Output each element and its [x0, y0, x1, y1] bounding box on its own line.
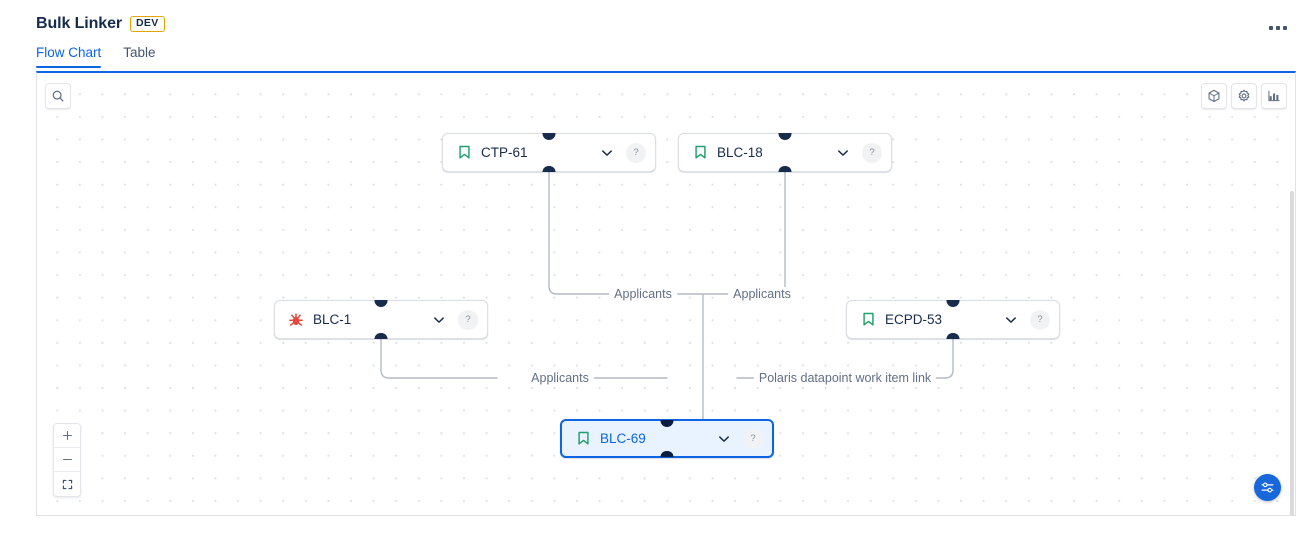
node-handle-bottom[interactable] [660, 450, 674, 457]
zoom-out-icon [62, 458, 72, 461]
node-handle-top[interactable] [778, 133, 792, 140]
more-actions-button[interactable] [1263, 14, 1293, 42]
node-help-badge[interactable]: ? [1030, 309, 1050, 330]
fit-to-screen-button[interactable] [54, 472, 80, 496]
package-icon [1208, 89, 1220, 103]
page-header: Bulk Linker DEV Flow Chart Table [0, 0, 1311, 72]
zoom-out-button[interactable] [54, 448, 80, 472]
settings-gear-button[interactable] [1231, 83, 1257, 109]
canvas-scrollbar[interactable] [1290, 191, 1294, 515]
edge-label-blc18[interactable]: Applicants [728, 287, 796, 301]
story-bookmark-icon [575, 431, 591, 447]
search-icon [52, 90, 64, 102]
fit-screen-icon [62, 479, 72, 489]
node-help-badge[interactable]: ? [743, 428, 763, 449]
tab-bar: Flow Chart Table [36, 45, 156, 68]
edge-label-ctp61[interactable]: Applicants [609, 287, 677, 301]
dev-badge: DEV [130, 15, 165, 33]
bar-chart-icon [1268, 90, 1280, 102]
filter-settings-fab[interactable] [1254, 474, 1281, 501]
story-bookmark-icon [456, 145, 472, 161]
node-label: CTP-61 [481, 145, 528, 160]
node-handle-top[interactable] [374, 300, 388, 307]
canvas-search-button[interactable] [45, 83, 71, 109]
edge-blc18-blc69[interactable] [736, 171, 786, 295]
filter-sliders-icon [1261, 482, 1274, 493]
chevron-down-icon[interactable] [713, 428, 735, 450]
edge-label-blc1[interactable]: Applicants [526, 371, 594, 385]
title-row: Bulk Linker DEV [36, 15, 165, 33]
node-help-badge[interactable]: ? [458, 309, 478, 330]
node-help-badge[interactable]: ? [862, 142, 882, 163]
node-handle-bottom[interactable] [946, 332, 960, 339]
package-icon-button[interactable] [1201, 83, 1227, 109]
node-label: ECPD-53 [885, 312, 943, 327]
edge-ctp61-blc69[interactable] [548, 171, 668, 295]
chevron-down-icon[interactable] [596, 142, 618, 164]
zoom-in-button[interactable] [54, 424, 80, 448]
story-bookmark-icon [692, 145, 708, 161]
canvas-tool-group [1201, 83, 1287, 109]
node-label: BLC-1 [313, 312, 352, 327]
gear-icon [1238, 89, 1250, 102]
node-label: BLC-69 [600, 431, 646, 446]
zoom-in-icon [62, 431, 72, 440]
edge-ecpd53-blc69[interactable] [932, 338, 954, 379]
edge-label-ecpd53[interactable]: Polaris datapoint work item link [753, 371, 937, 385]
node-handle-bottom[interactable] [542, 165, 556, 172]
node-ctp-61[interactable]: CTP-61 ? [442, 133, 656, 172]
zoom-controls [53, 423, 81, 497]
node-handle-top[interactable] [542, 133, 556, 140]
chevron-down-icon[interactable] [428, 309, 450, 331]
more-horizontal-icon [1269, 26, 1287, 30]
node-handle-bottom[interactable] [374, 332, 388, 339]
chevron-down-icon[interactable] [832, 142, 854, 164]
node-help-badge[interactable]: ? [626, 142, 646, 163]
tab-flow-chart[interactable]: Flow Chart [36, 45, 102, 68]
node-blc-1[interactable]: BLC-1 ? [274, 300, 488, 339]
bug-icon [288, 312, 304, 328]
node-ecpd-53[interactable]: ECPD-53 ? [846, 300, 1060, 339]
node-handle-top[interactable] [946, 300, 960, 307]
chevron-down-icon[interactable] [1000, 309, 1022, 331]
flow-chart-canvas[interactable]: Applicants Applicants Applicants Polaris… [36, 71, 1296, 516]
edge-blc1-blc69[interactable] [380, 338, 498, 379]
node-label: BLC-18 [717, 145, 763, 160]
story-bookmark-icon [860, 312, 876, 328]
tab-table[interactable]: Table [123, 45, 156, 60]
node-handle-top[interactable] [660, 420, 674, 427]
node-blc-18[interactable]: BLC-18 ? [678, 133, 892, 172]
node-blc-69[interactable]: BLC-69 ? [560, 419, 774, 458]
node-handle-bottom[interactable] [778, 165, 792, 172]
page-title: Bulk Linker [36, 15, 123, 32]
bar-chart-button[interactable] [1261, 83, 1287, 109]
